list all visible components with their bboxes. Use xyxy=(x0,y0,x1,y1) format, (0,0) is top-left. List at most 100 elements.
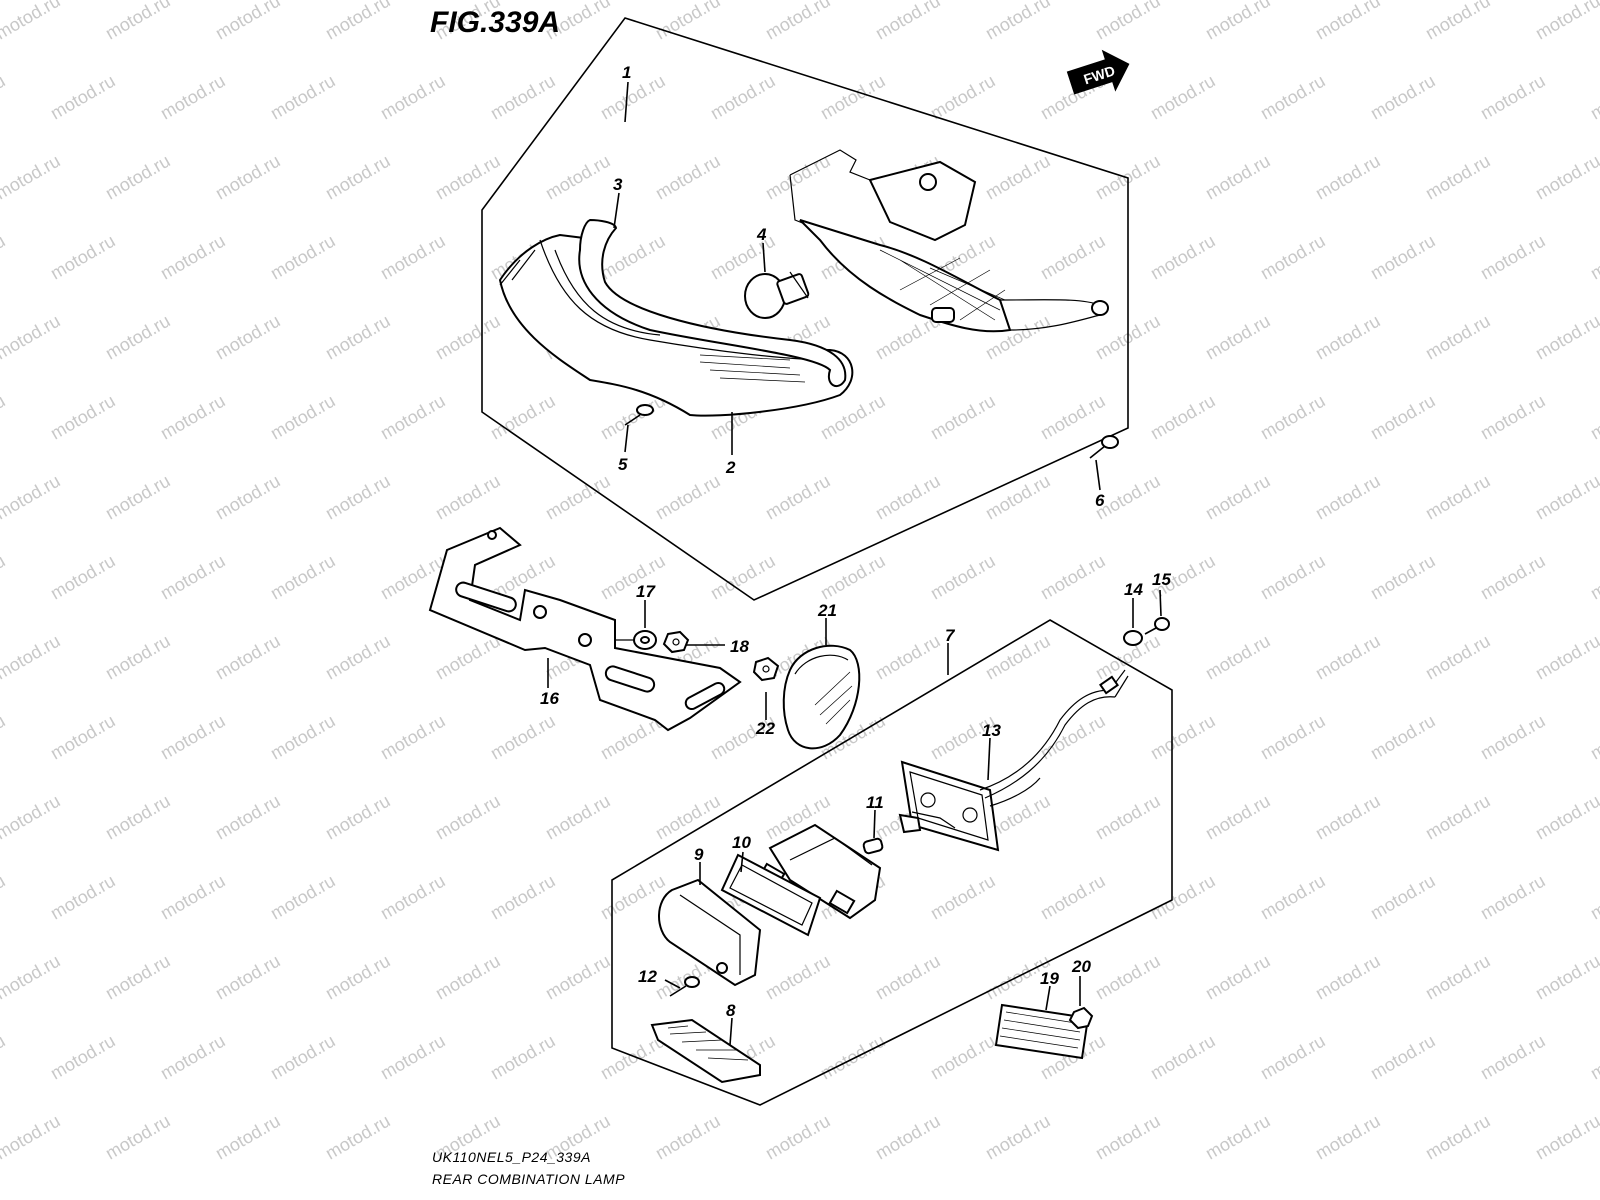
watermark-text: motod.ru xyxy=(212,0,284,43)
screw-15 xyxy=(1144,617,1170,635)
watermark-text: motod.ru xyxy=(157,231,229,284)
screw-6 xyxy=(1089,435,1119,459)
callout-20: 20 xyxy=(1071,957,1091,976)
watermark-text: motod.ru xyxy=(652,0,724,43)
watermark-text: motod.ru xyxy=(1367,1031,1439,1084)
reflector-19 xyxy=(994,1003,1090,1060)
watermark-text: motod.ru xyxy=(817,71,889,124)
watermark-text: motod.ru xyxy=(1422,0,1494,43)
watermark-text: motod.ru xyxy=(47,871,119,924)
watermark-text: motod.ru xyxy=(0,471,64,524)
watermark-text: motod.ru xyxy=(1422,311,1494,364)
watermark-text: motod.ru xyxy=(1532,951,1600,1004)
watermark-text: motod.ru xyxy=(872,951,944,1004)
watermark-text: motod.ru xyxy=(1532,1111,1600,1164)
callout-3: 3 xyxy=(613,175,623,194)
nut-18 xyxy=(662,630,690,654)
callout-7: 7 xyxy=(945,626,956,645)
watermark-text: motod.ru xyxy=(927,1031,999,1084)
watermark-text: motod.ru xyxy=(1202,1111,1274,1164)
watermark-text: motod.ru xyxy=(102,791,174,844)
watermark-text: motod.ru xyxy=(927,71,999,124)
watermark-text: motod.ru xyxy=(1037,231,1109,284)
watermark-text: motod.ru xyxy=(432,791,504,844)
watermark-text: motod.ru xyxy=(872,0,944,43)
watermark-text: motod.ru xyxy=(487,711,559,764)
license-lamp-lens xyxy=(658,878,762,987)
watermark-text: motod.ru xyxy=(1092,0,1164,43)
watermark-text: motod.ru xyxy=(267,71,339,124)
callout-17: 17 xyxy=(636,582,656,601)
watermark-text: motod.ru xyxy=(102,151,174,204)
callout-11: 11 xyxy=(866,793,884,812)
callout-15: 15 xyxy=(1152,570,1171,589)
watermark-text: motod.ru xyxy=(0,1031,9,1084)
watermark-text: motod.ru xyxy=(432,631,504,684)
watermark-text: motod.ru xyxy=(1147,1031,1219,1084)
watermark-text: motod.ru xyxy=(0,231,9,284)
watermark-text: motod.ru xyxy=(487,391,559,444)
watermark-text: motod.ru xyxy=(1257,711,1329,764)
watermark-text: motod.ru xyxy=(102,631,174,684)
watermark-text: motod.ru xyxy=(322,791,394,844)
watermark-text: motod.ru xyxy=(1037,871,1109,924)
watermark-text: motod.ru xyxy=(1422,471,1494,524)
screw-12 xyxy=(669,976,700,997)
watermark-text: motod.ru xyxy=(597,551,669,604)
callout-16: 16 xyxy=(540,689,559,708)
watermark-text: motod.ru xyxy=(322,0,394,43)
watermark-text: motod.ru xyxy=(0,1111,64,1164)
watermark-text: motod.ru xyxy=(47,71,119,124)
watermark-text: motod.ru xyxy=(1587,231,1600,284)
watermark-text: motod.ru xyxy=(817,1031,889,1084)
watermark-text: motod.ru xyxy=(1532,311,1600,364)
callout-2: 2 xyxy=(725,458,736,477)
figure-caption: REAR COMBINATION LAMP xyxy=(432,1171,625,1187)
watermark-text: motod.ru xyxy=(0,311,64,364)
watermark-text: motod.ru xyxy=(982,1111,1054,1164)
leader-lines xyxy=(547,81,1162,1046)
watermark-text: motod.ru xyxy=(1257,71,1329,124)
watermark-text: motod.ru xyxy=(1587,1031,1600,1084)
watermark-text: motod.ru xyxy=(1257,871,1329,924)
watermark-text: motod.ru xyxy=(1202,311,1274,364)
lamp-wiring-harness xyxy=(789,149,1109,333)
watermark-text: motod.ru xyxy=(157,711,229,764)
watermark-text: motod.ru xyxy=(1477,871,1549,924)
watermark-text: motod.ru xyxy=(707,551,779,604)
reflector-21 xyxy=(782,644,861,750)
watermark-text: motod.ru xyxy=(652,1111,724,1164)
watermark-text: motod.ru xyxy=(927,871,999,924)
watermark-text: motod.ru xyxy=(322,471,394,524)
watermark-text: motod.ru xyxy=(1312,151,1384,204)
watermark-text: motod.ru xyxy=(1367,71,1439,124)
watermark-text: motod.ru xyxy=(1037,391,1109,444)
watermark-text: motod.ru xyxy=(1532,151,1600,204)
watermark-text: motod.ru xyxy=(377,391,449,444)
watermark-text: motod.ru xyxy=(432,311,504,364)
callout-21: 21 xyxy=(817,601,837,620)
watermark-text: motod.ru xyxy=(47,551,119,604)
watermark-text: motod.ru xyxy=(432,471,504,524)
watermark-text: motod.ru xyxy=(1257,231,1329,284)
watermark-text: motod.ru xyxy=(102,471,174,524)
watermark-text: motod.ru xyxy=(1587,871,1600,924)
lower-assembly-outline xyxy=(611,619,1173,1106)
figure-code: UK110NEL5_P24_339A xyxy=(432,1149,591,1165)
callout-9: 9 xyxy=(694,845,704,864)
watermark-text: motod.ru xyxy=(1037,551,1109,604)
watermark-text: motod.ru xyxy=(377,871,449,924)
watermark-text: motod.ru xyxy=(47,231,119,284)
watermark-text: motod.ru xyxy=(927,391,999,444)
watermark-text: motod.ru xyxy=(1147,231,1219,284)
watermark-text: motod.ru xyxy=(1202,791,1274,844)
watermark-text: motod.ru xyxy=(1477,391,1549,444)
callout-labels: 1 2 3 4 5 6 7 8 9 10 11 12 13 14 15 16 1… xyxy=(540,63,1171,1020)
watermark-text: motod.ru xyxy=(267,231,339,284)
watermark-text: motod.ru xyxy=(102,311,174,364)
watermark-text: motod.ru xyxy=(0,631,64,684)
lens-gasket-10 xyxy=(720,853,822,937)
watermark-text: motod.ru xyxy=(542,951,614,1004)
watermark-text: motod.ru xyxy=(1257,551,1329,604)
watermark-text: motod.ru xyxy=(1312,311,1384,364)
